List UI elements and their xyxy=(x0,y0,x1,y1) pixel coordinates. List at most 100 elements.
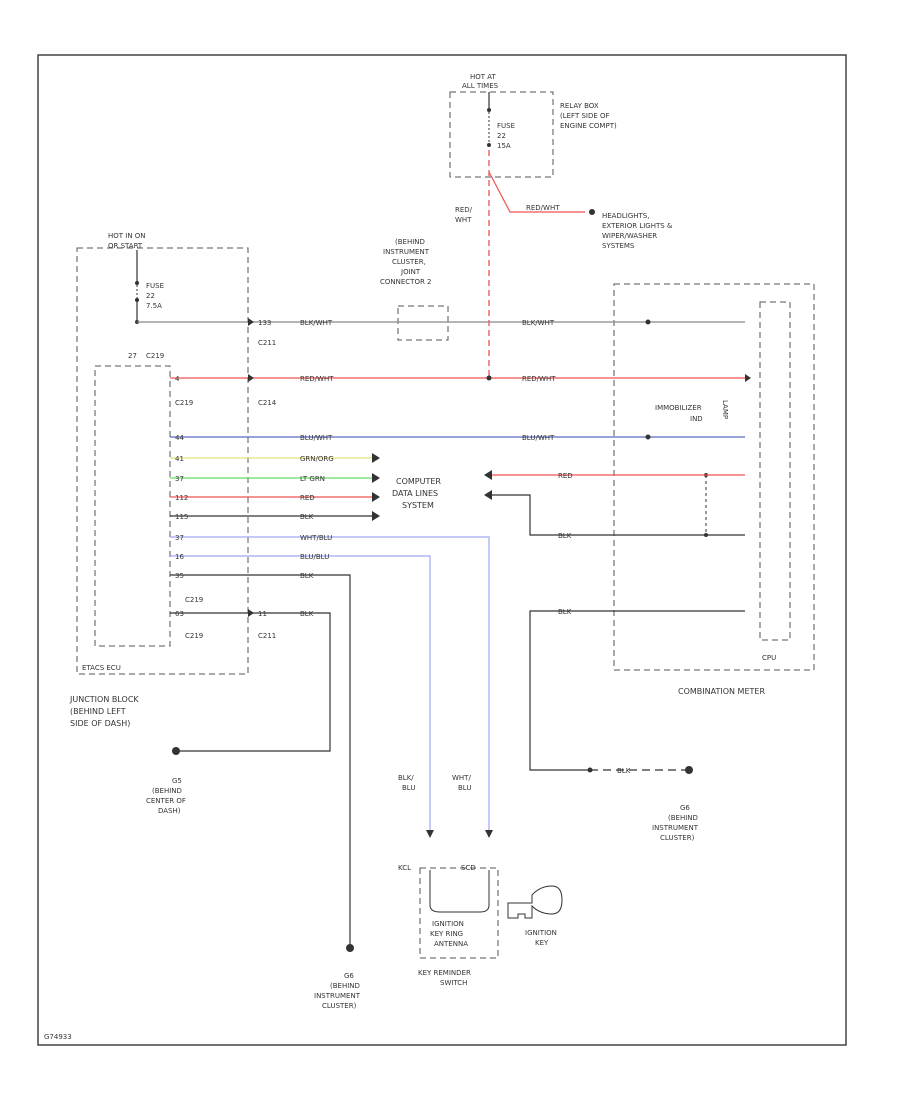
wire-wht-blu: WHT/BLU xyxy=(300,534,332,542)
ignition-key-icon: IGNITION KEY xyxy=(507,885,563,947)
ground-g5-center: G5 (BEHIND CENTER OF DASH) xyxy=(146,777,186,815)
jb-fuse-2: 22 xyxy=(146,292,155,300)
key-term-r: SCD xyxy=(461,864,476,872)
wire-row-grn-org: 41 GRN/ORG xyxy=(170,453,380,463)
jb-desc-2: (BEHIND LEFT xyxy=(70,707,126,716)
ground-3-line-3: INSTRUMENT xyxy=(314,992,361,1000)
key-wire-r-1: WHT/ xyxy=(452,774,471,782)
conn-c219-b: C219 xyxy=(185,596,203,604)
ground-2-line-1: G6 xyxy=(680,804,690,812)
key-inner-1: IGNITION xyxy=(432,920,464,928)
wire-row-blk-2: 35 BLK C219 xyxy=(170,572,351,945)
wire-meter-blk: BLK xyxy=(484,490,745,540)
jb-connector-top: C219 xyxy=(146,352,164,360)
pin-37-b: 37 xyxy=(175,534,184,542)
conn-c211-b: C211 xyxy=(258,632,276,640)
key-reminder-switch: BLK/ BLU WHT/ BLU KCL SCD IGNITION KEY R… xyxy=(398,774,499,987)
joint-line-2: INSTRUMENT xyxy=(383,248,430,256)
ground-1-line-4: DASH) xyxy=(158,807,181,815)
wire-row-blu-blu: 16 BLU/BLU xyxy=(170,553,431,830)
wire-meter-red: RED xyxy=(484,470,745,480)
jb-pin-27: 27 xyxy=(128,352,137,360)
pin-63: 63 xyxy=(175,610,184,618)
key-switch-name-1: KEY REMINDER xyxy=(418,969,471,977)
headlight-note-3: WIPER/WASHER xyxy=(602,232,657,240)
headlight-note-1: HEADLIGHTS, xyxy=(602,212,649,220)
relay-fuse-1: FUSE xyxy=(497,122,515,130)
diagram-frame xyxy=(37,54,847,1046)
ignition-key-label-1: IGNITION xyxy=(525,929,557,937)
jb-relay-label: ETACS ECU xyxy=(82,664,121,672)
conn-c219-c: C219 xyxy=(185,632,203,640)
ground-2-line-2: (BEHIND xyxy=(668,814,698,822)
headlight-note-4: SYSTEMS xyxy=(602,242,635,250)
jb-hot-label-2: OR START xyxy=(108,242,143,250)
junction-block: HOT IN ON OR START FUSE 22 7.5A 27 C219 … xyxy=(69,232,249,728)
combination-meter: IMMOBILIZER IND LAMP CPU COMBINATION MET… xyxy=(613,283,815,696)
joint-line-4: JOINT xyxy=(400,268,421,276)
ground-1-line-1: G5 xyxy=(172,777,182,785)
wire-red-wht-meter: RED/WHT xyxy=(522,375,556,383)
relay-desc-2: (LEFT SIDE OF xyxy=(560,112,610,120)
conn-c211-a: C211 xyxy=(258,339,276,347)
pin-35: 35 xyxy=(175,572,184,580)
wire-blk-1: BLK xyxy=(300,513,314,521)
jb-desc-1: JUNCTION BLOCK xyxy=(69,695,139,704)
wire-blk-wht-2: BLK/WHT xyxy=(522,319,555,327)
pin-112: 112 xyxy=(175,494,188,502)
key-wire-r-2: BLU xyxy=(458,784,471,792)
wire-blu-blu: BLU/BLU xyxy=(300,553,329,561)
joint-line-1: (BEHIND xyxy=(395,238,425,246)
key-inner-3: ANTENNA xyxy=(434,940,468,948)
ground-2-line-3: INSTRUMENT xyxy=(652,824,699,832)
wire-blk-3: BLK xyxy=(300,610,314,618)
pin-11: 11 xyxy=(258,610,267,618)
jb-fuse-1: FUSE xyxy=(146,282,164,290)
pin-41: 41 xyxy=(175,455,184,463)
wire-red-wht-branch: RED/WHT xyxy=(526,204,560,212)
wire-red-meter: RED xyxy=(558,472,573,480)
wire-row-red-wht: 4 RED/WHT RED/WHT C219 C214 xyxy=(170,374,751,407)
key-inner-2: KEY RING xyxy=(430,930,463,938)
key-switch-name-2: SWITCH xyxy=(440,979,467,987)
relay-fuse-2: 22 xyxy=(497,132,506,140)
ground-2-line-4: CLUSTER) xyxy=(660,834,695,842)
computer-data-1: COMPUTER xyxy=(396,477,441,486)
pin-44: 44 xyxy=(175,434,184,442)
key-wire-l-1: BLK/ xyxy=(398,774,414,782)
red-feed: RED/ WHT RED/WHT HEADLIGHTS, EXTERIOR LI… xyxy=(455,150,673,378)
pin-16: 16 xyxy=(175,553,184,561)
wire-row-blu-wht: 44 BLU/WHT BLU/WHT xyxy=(170,434,745,442)
relay-hot-label-2: ALL TIMES xyxy=(462,82,499,90)
conn-c219-a: C219 xyxy=(175,399,193,407)
wire-blk-wht-1: BLK/WHT xyxy=(300,319,333,327)
ignition-key-label-2: KEY xyxy=(535,939,549,947)
headlight-note-2: EXTERIOR LIGHTS & xyxy=(602,222,673,230)
wire-red: RED xyxy=(300,494,315,502)
pin-4-left: 4 xyxy=(175,375,180,383)
ground-3-line-4: CLUSTER) xyxy=(322,1002,357,1010)
relay-box: HOT AT ALL TIMES FUSE 22 15A RELAY BOX (… xyxy=(449,73,617,178)
wire-row-blk-wht: 133 BLK/WHT BLK/WHT C211 xyxy=(137,318,745,347)
diagram-code: G74933 xyxy=(44,1033,72,1041)
wire-blu-wht-1: BLU/WHT xyxy=(300,434,333,442)
key-term-l: KCL xyxy=(398,864,411,872)
ground-1-line-2: (BEHIND xyxy=(152,787,182,795)
pin-115: 115 xyxy=(175,513,188,521)
wire-row-blk: 115 BLK xyxy=(170,511,380,521)
pin-37-a: 37 xyxy=(175,475,184,483)
wire-grn-org: GRN/ORG xyxy=(300,455,334,463)
relay-desc-1: RELAY BOX xyxy=(560,102,599,110)
cpu-label: CPU xyxy=(762,654,776,662)
computer-data-lines: COMPUTER DATA LINES SYSTEM xyxy=(392,477,441,510)
pin-133: 133 xyxy=(258,319,271,327)
relay-desc-3: ENGINE COMPT) xyxy=(560,122,617,130)
ground-g6-cluster-bottom: G6 (BEHIND INSTRUMENT CLUSTER) xyxy=(314,944,361,1010)
wire-lt-grn: LT GRN xyxy=(300,475,325,483)
computer-data-2: DATA LINES xyxy=(392,489,438,498)
wire-blk-ground: BLK xyxy=(617,767,631,775)
joint-line-5: CONNECTOR 2 xyxy=(380,278,432,286)
ground-3-line-2: (BEHIND xyxy=(330,982,360,990)
computer-data-3: SYSTEM xyxy=(402,501,434,510)
